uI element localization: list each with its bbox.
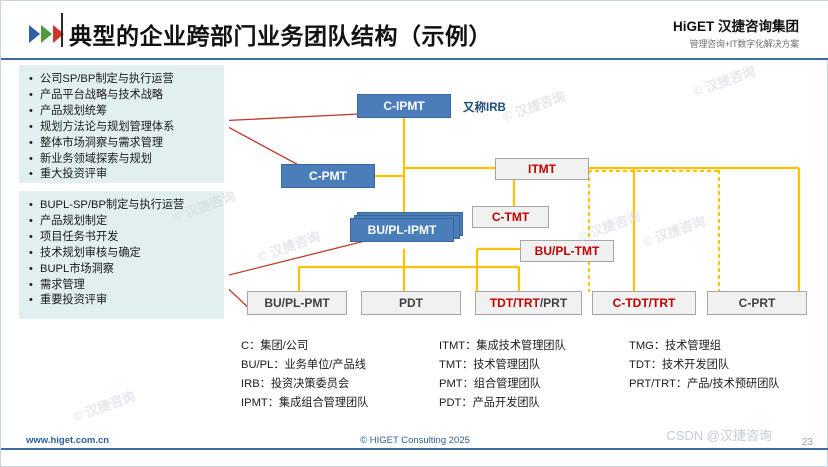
list-item: • 技术规划审核与确定 <box>29 246 218 261</box>
node-bu-pl-ipmt[interactable]: BU/PL-IPMT <box>350 218 454 242</box>
bullet-icon: • <box>29 214 33 227</box>
bullet-icon: • <box>29 262 33 275</box>
list-item: • 规划方法论与规划管理体系 <box>29 120 218 135</box>
node-tdt-trt-label: TDT/TRT <box>489 296 540 310</box>
legend-item: IRB：投资决策委员会 <box>241 378 350 390</box>
legend-item: TDT：技术开发团队 <box>629 359 730 371</box>
page-number: 23 <box>801 437 813 448</box>
node-c-tmt[interactable]: C-TMT <box>472 206 549 228</box>
legend-item: PMT：组合管理团队 <box>439 378 541 390</box>
list-item-label: 产品规划制定 <box>40 214 108 227</box>
watermark: © 汉捷咨询 <box>70 388 138 425</box>
annotation-irb: 又称IRB <box>463 102 506 114</box>
csdn-watermark: CSDN @汉捷咨询 <box>666 428 772 443</box>
list-item-label: 项目任务书开发 <box>40 230 119 243</box>
node-bu-pl-tmt[interactable]: BU/PL-TMT <box>520 240 614 262</box>
legend-item: TMT：技术管理团队 <box>439 359 541 371</box>
footer-url[interactable]: www.higet.com.cn <box>26 435 110 446</box>
chevron-logo-icon <box>29 25 64 43</box>
bullet-icon: • <box>29 88 33 101</box>
org-chart: C-IPMT 又称IRB C-PMT BU/PL-IPMT ITMT C-TMT… <box>229 63 821 325</box>
list-item: • 公司SP/BP制定与执行运营 <box>29 72 218 87</box>
legend-item: C：集团/公司 <box>241 340 309 352</box>
bullet-icon: • <box>29 294 33 307</box>
node-prt-suffix-label: /PRT <box>539 296 568 310</box>
chart-connectors <box>229 106 801 314</box>
legend-item: PRT/TRT：产品/技术预研团队 <box>629 378 780 390</box>
footer-divider <box>1 448 828 450</box>
list-item: • 产品规划制定 <box>29 214 218 229</box>
node-tdt-trt-prt[interactable]: TDT/TRT/PRT <box>475 291 582 315</box>
list-item-label: 需求管理 <box>40 278 85 291</box>
bullet-icon: • <box>29 104 33 117</box>
list-item: • 重大投资评审 <box>29 167 218 182</box>
list-item-label: 公司SP/BP制定与执行运营 <box>40 73 174 85</box>
list-item-label: BUPL市场洞察 <box>40 262 114 275</box>
list-item-label: 重大投资评审 <box>40 168 108 181</box>
company-responsibility-box: • 公司SP/BP制定与执行运营 • 产品平台战略与技术战略 • 产品规划统筹 • 规划… <box>19 65 224 183</box>
title-divider <box>61 13 63 47</box>
chevron-blue-icon <box>29 25 40 43</box>
slide-header: 典型的企业跨部门业务团队结构（示例） HiGET 汉捷咨询集团 管理咨询+IT数… <box>1 1 828 60</box>
list-item-label: 规划方法论与规划管理体系 <box>40 120 175 133</box>
list-item: • 新业务领域探索与规划 <box>29 152 218 167</box>
list-item: • 项目任务书开发 <box>29 230 218 245</box>
legend-item: BU/PL：业务单位/产品线 <box>241 359 366 371</box>
bullet-icon: • <box>29 136 33 149</box>
list-item: • 重要投资评审 <box>29 293 218 308</box>
legend-item: PDT：产品开发团队 <box>439 397 540 409</box>
list-item-label: 整体市场洞察与需求管理 <box>40 136 164 149</box>
bullet-icon: • <box>29 152 33 165</box>
chevron-green-icon <box>41 25 52 43</box>
chevron-red-icon <box>53 25 64 43</box>
legend-column-3: TMG：技术管理组 TDT：技术开发团队 PRT/TRT：产品/技术预研团队 <box>629 337 780 394</box>
brand-tagline: 管理咨询+IT数字化解决方案 <box>689 39 800 49</box>
list-item: • BUPL-SP/BP制定与执行运营 <box>29 198 218 213</box>
bullet-icon: • <box>29 246 33 259</box>
node-itmt[interactable]: ITMT <box>495 158 589 180</box>
bullet-icon: • <box>29 168 33 181</box>
list-item: • 产品规划统筹 <box>29 104 218 119</box>
legend-item: ITMT：集成技术管理团队 <box>439 340 566 352</box>
bullet-icon: • <box>29 199 33 211</box>
brand-logo: HiGET 汉捷咨询集团 管理咨询+IT数字化解决方案 <box>673 15 799 50</box>
list-item: • BUPL市场洞察 <box>29 262 218 277</box>
node-pdt[interactable]: PDT <box>361 291 461 315</box>
list-item-label: 产品平台战略与技术战略 <box>40 88 164 101</box>
bullet-icon: • <box>29 230 33 243</box>
node-bu-pl-pmt[interactable]: BU/PL-PMT <box>247 291 347 315</box>
list-item: • 整体市场洞察与需求管理 <box>29 136 218 151</box>
list-item: • 需求管理 <box>29 278 218 293</box>
list-item: • 产品平台战略与技术战略 <box>29 88 218 103</box>
list-item-label: 产品规划统筹 <box>40 104 108 117</box>
list-item-label: 新业务领域探索与规划 <box>40 152 152 165</box>
node-c-ipmt[interactable]: C-IPMT <box>357 94 451 118</box>
list-item-label: 技术规划审核与确定 <box>40 246 141 259</box>
brand-name: HiGET 汉捷咨询集团 <box>672 19 799 34</box>
legend-column-1: C：集团/公司 BU/PL：业务单位/产品线 IRB：投资决策委员会 IPMT：… <box>241 337 368 413</box>
node-c-prt[interactable]: C-PRT <box>707 291 807 315</box>
page-title: 典型的企业跨部门业务团队结构（示例） <box>69 23 492 49</box>
bupl-responsibility-box: • BUPL-SP/BP制定与执行运营 • 产品规划制定 • 项目任务书开发 • 技术规… <box>19 191 224 319</box>
legend-item: TMG：技术管理组 <box>629 340 721 352</box>
list-item-label: 重要投资评审 <box>40 294 108 307</box>
bullet-icon: • <box>29 120 33 133</box>
footer-copyright: © HIGET Consulting 2025 <box>360 435 470 446</box>
node-c-tdt-trt[interactable]: C-TDT/TRT <box>592 291 696 315</box>
legend-column-2: ITMT：集成技术管理团队 TMT：技术管理团队 PMT：组合管理团队 PDT：… <box>439 337 566 413</box>
bullet-icon: • <box>29 73 33 85</box>
bullet-icon: • <box>29 278 33 291</box>
legend-item: IPMT：集成组合管理团队 <box>241 397 369 409</box>
node-c-pmt[interactable]: C-PMT <box>281 164 375 188</box>
list-item-label: BUPL-SP/BP制定与执行运营 <box>40 199 185 211</box>
